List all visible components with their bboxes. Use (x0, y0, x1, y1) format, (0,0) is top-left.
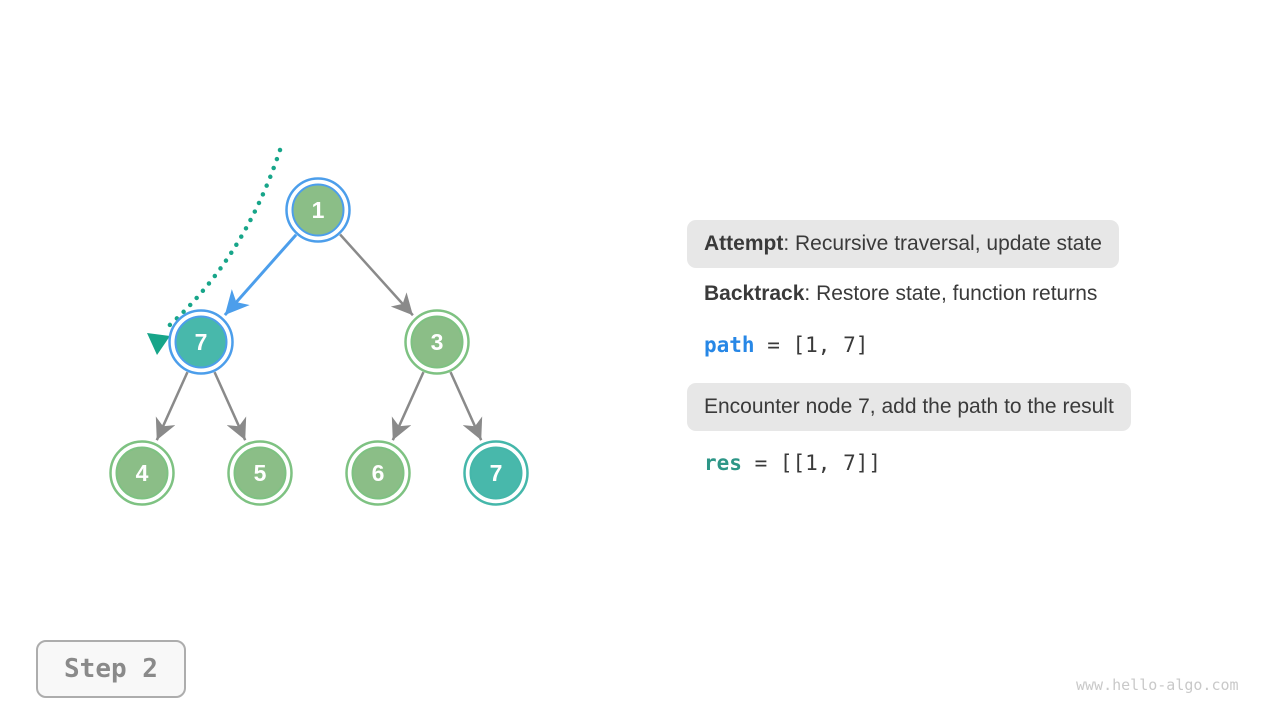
note-backtrack-keyword: Backtrack (704, 282, 805, 305)
code-path-variable: path (704, 333, 755, 357)
code-path: path = [1, 7] (704, 321, 868, 369)
trajectory-dotted-curve (160, 147, 283, 334)
step-badge: Step 2 (36, 640, 186, 698)
tree-node-label: 7 (195, 329, 208, 355)
tree-nodes: 1 7 3 4 5 6 7 (109, 177, 529, 506)
note-backtrack-text: : Restore state, function returns (804, 282, 1098, 305)
tree-edges (155, 233, 483, 441)
code-path-value: = [1, 7] (754, 333, 869, 357)
tree-node-n6: 6 (345, 440, 411, 506)
tree-node-n1: 1 (285, 177, 351, 243)
tree-edge-n3-n7r (449, 371, 483, 441)
step-badge-label: Step 2 (64, 654, 158, 684)
tree-node-label: 5 (254, 460, 267, 486)
code-res-variable: res (704, 451, 742, 475)
tree-node-label: 1 (312, 197, 325, 223)
tree-node-n3: 3 (404, 309, 470, 375)
tree-node-n5: 5 (227, 440, 293, 506)
note-backtrack: Backtrack: Restore state, function retur… (704, 270, 1097, 318)
tree-edge-n7l-n4 (155, 371, 189, 441)
tree-edge-n3-n6 (391, 371, 425, 441)
tree-node-label: 4 (136, 460, 149, 486)
tree-node-label: 3 (431, 329, 444, 355)
note-encounter: Encounter node 7, add the path to the re… (687, 383, 1131, 431)
note-attempt: Attempt: Recursive traversal, update sta… (687, 220, 1119, 268)
tree-node-n7r: 7 (463, 440, 529, 506)
backtrack-trajectory (147, 147, 283, 355)
note-encounter-text: Encounter node 7, add the path to the re… (704, 395, 1114, 418)
code-res: res = [[1, 7]] (704, 439, 881, 487)
tree-edge-n7l-n5 (213, 371, 247, 441)
note-attempt-text: : Recursive traversal, update state (783, 232, 1102, 255)
tree-node-n7l: 7 (168, 309, 234, 375)
tree-node-label: 7 (490, 460, 503, 486)
tree-edge-n1-n3 (339, 233, 414, 317)
watermark-url: www.hello-algo.com (1076, 676, 1239, 694)
tree-edge-n1-n7l (223, 233, 298, 317)
code-res-value: = [[1, 7]] (741, 451, 882, 475)
tree-node-n4: 4 (109, 440, 175, 506)
tree-node-label: 6 (372, 460, 385, 486)
note-attempt-keyword: Attempt (704, 232, 784, 255)
trajectory-arrowhead-icon (147, 333, 170, 355)
